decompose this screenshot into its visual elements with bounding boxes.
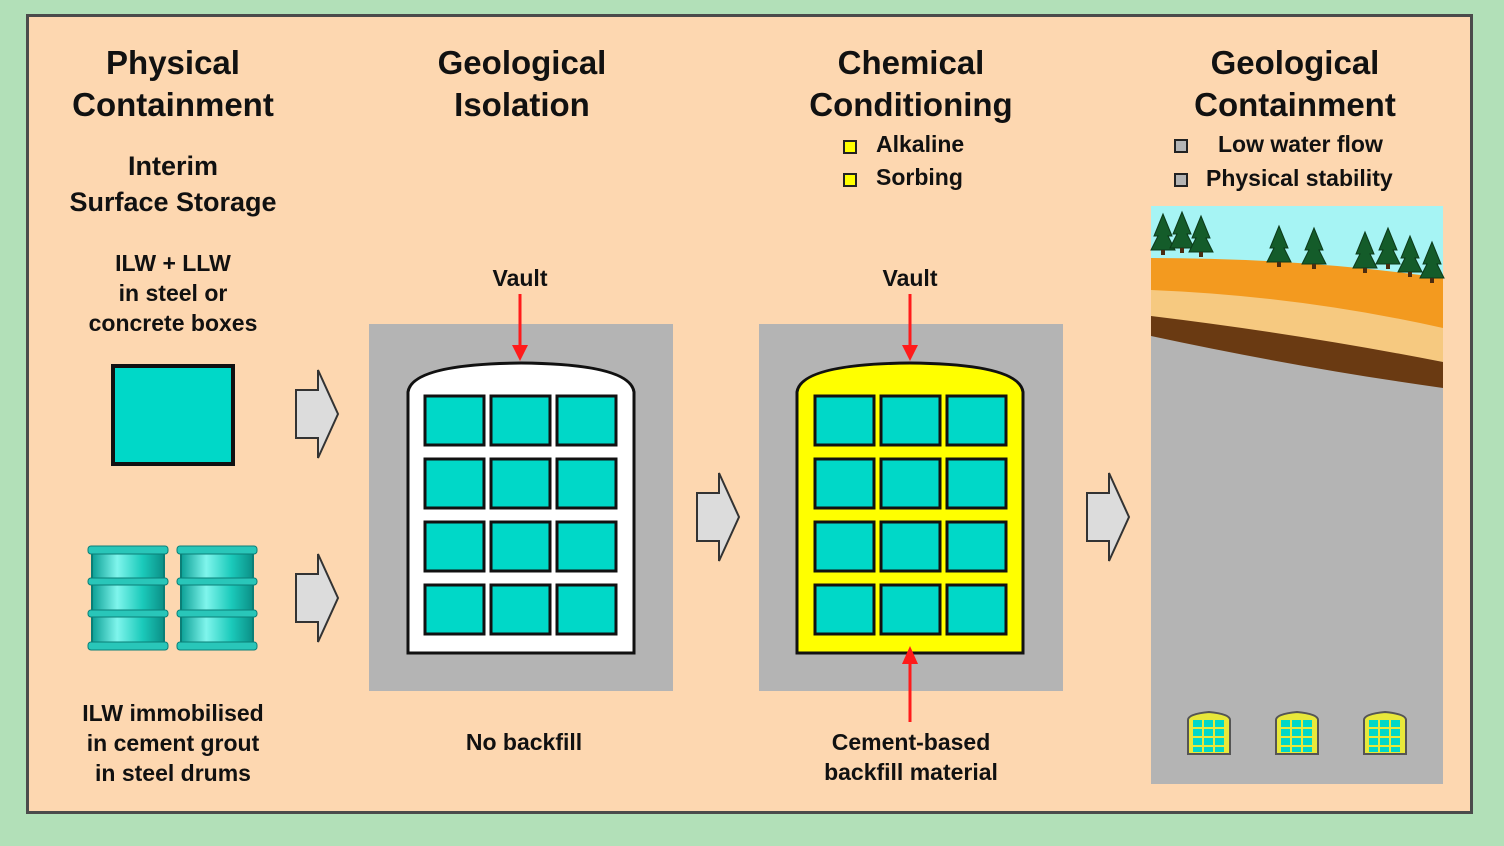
legend-swatch-sorbing xyxy=(843,173,857,187)
steel-drum-icon xyxy=(176,545,258,651)
vault-pointer-arrow xyxy=(902,294,918,361)
vault-label: Vault xyxy=(882,265,938,291)
legend-label-low-water-flow: Low water flow xyxy=(1218,131,1383,157)
block-arrow-right-icon xyxy=(295,369,339,459)
geological-isolation-title: Geological Isolation xyxy=(437,44,607,123)
legend-swatch-low-water-flow xyxy=(1174,139,1188,153)
repository-vault-icon xyxy=(1187,711,1407,755)
legend-label-sorbing: Sorbing xyxy=(876,164,963,190)
backfill-pointer-arrow xyxy=(902,646,918,722)
vault-cells xyxy=(423,394,618,636)
geological-cross-section xyxy=(1151,206,1443,784)
geological-containment-title: Geological Containment xyxy=(1194,44,1396,123)
concrete-box-icon xyxy=(111,364,235,466)
block-arrow-right-icon xyxy=(295,553,339,643)
block-arrow-right-icon xyxy=(696,472,740,562)
legend-swatch-physical-stability xyxy=(1174,173,1188,187)
drums-caption: ILW immobilised in cement grout in steel… xyxy=(82,700,264,786)
vault-label: Vault xyxy=(492,265,548,291)
interim-storage-subtitle: Interim Surface Storage xyxy=(69,151,277,217)
steel-drum-icon xyxy=(87,545,169,651)
cement-backfill-caption: Cement-based backfill material xyxy=(824,729,998,785)
vault-cells xyxy=(813,394,1008,636)
block-arrow-right-icon xyxy=(1086,472,1130,562)
chemical-conditioning-title: Chemical Conditioning xyxy=(809,44,1013,123)
boxes-caption: ILW + LLW in steel or concrete boxes xyxy=(88,250,258,336)
physical-containment-title: Physical Containment xyxy=(72,44,274,123)
no-backfill-caption: No backfill xyxy=(465,729,583,755)
legend-label-alkaline: Alkaline xyxy=(876,131,965,157)
legend-label-physical-stability: Physical stability xyxy=(1206,165,1393,191)
legend-swatch-alkaline xyxy=(843,140,857,154)
vault-pointer-arrow xyxy=(512,294,528,361)
